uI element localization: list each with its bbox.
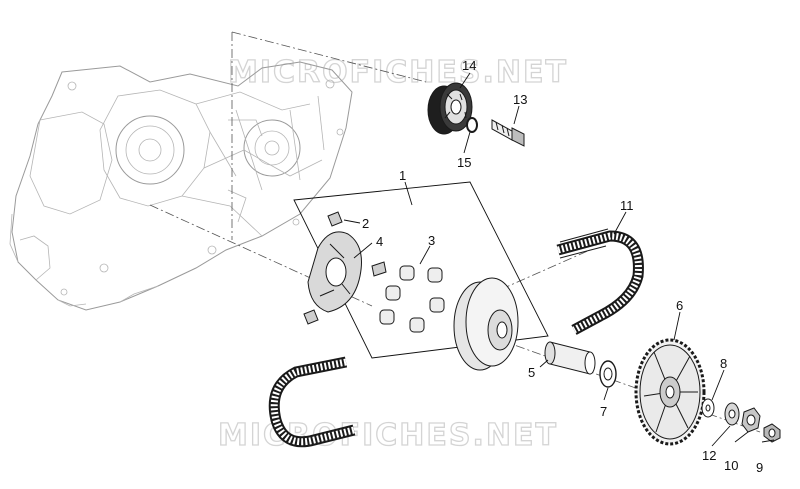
watermark-bottom: MICROFICHES.NET [218,418,558,453]
callout-2: 2 [362,216,369,231]
drive-belt-upper-part11 [556,228,644,335]
callout-8: 8 [720,356,727,371]
bolt-part13 [491,119,525,147]
callout-1: 1 [399,168,406,183]
locknut-part10 [741,407,761,433]
callout-7: 7 [600,404,607,419]
callout-13: 13 [513,92,527,107]
callout-5: 5 [528,365,535,380]
callout-9: 9 [756,460,763,475]
bushing-part5 [544,341,596,375]
washer-part7 [599,360,617,388]
slider-pieces-part2 [303,211,387,325]
pulley-roller-part14 [427,82,473,135]
callout-labels: 1 2 3 4 5 6 7 8 9 10 11 12 13 14 15 [362,58,763,475]
callout-6: 6 [676,298,683,313]
variator-pulley [453,277,519,371]
spacer-ring-part15 [466,117,478,133]
watermark-top: MICROFICHES.NET [228,55,568,90]
washer-part8 [701,398,715,418]
leader-lines [343,72,775,447]
drive-belt-lower [268,356,356,448]
variator-rollers-part3 [379,265,445,333]
callout-10: 10 [724,458,738,473]
nut-part9 [763,423,781,443]
fan-pulley-part6 [634,338,706,446]
callout-14: 14 [462,58,476,73]
callout-3: 3 [428,233,435,248]
crankcase-housing [9,61,353,311]
callout-4: 4 [376,234,383,249]
ramp-plate-part4 [307,231,362,313]
callout-11: 11 [620,198,634,213]
callout-15: 15 [457,155,471,170]
callout-12: 12 [702,448,716,463]
variator-assembly-box [293,181,549,359]
washer-part12 [724,402,740,426]
